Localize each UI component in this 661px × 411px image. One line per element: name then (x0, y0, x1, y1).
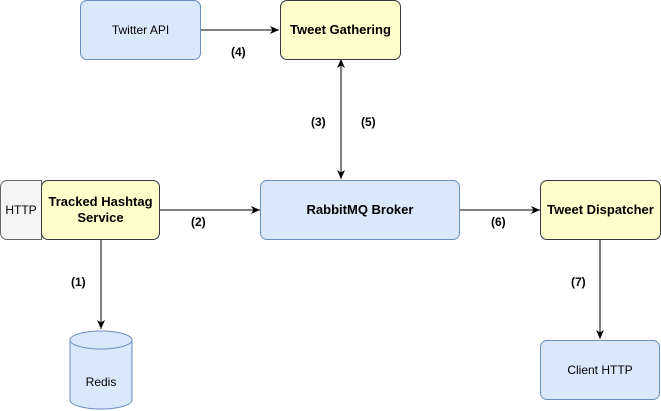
redis-label: Redis (85, 375, 117, 389)
tweet-dispatcher-label: Tweet Dispatcher (547, 202, 654, 218)
http-label: HTTP (5, 202, 37, 217)
edge-label-1: (1) (71, 275, 86, 289)
http-node: HTTP (0, 180, 42, 240)
client-http-node: Client HTTP (540, 340, 660, 400)
tracked-hashtag-service-node: Tracked Hashtag Service (41, 180, 160, 240)
twitter-api-label: Twitter API (111, 22, 170, 37)
tweet-gathering-node: Tweet Gathering (280, 0, 401, 60)
client-http-label: Client HTTP (567, 362, 633, 377)
edge-label-7: (7) (571, 275, 586, 289)
edge-label-3: (3) (311, 115, 326, 129)
twitter-api-node: Twitter API (80, 0, 201, 60)
edge-label-2: (2) (191, 215, 206, 229)
tweet-gathering-label: Tweet Gathering (290, 22, 391, 38)
edge-label-6: (6) (491, 215, 506, 229)
tracked-hashtag-service-label: Tracked Hashtag Service (48, 194, 153, 225)
redis-cylinder (69, 330, 133, 410)
rabbitmq-broker-node: RabbitMQ Broker (260, 180, 460, 240)
rabbitmq-broker-label: RabbitMQ Broker (306, 202, 414, 218)
tweet-dispatcher-node: Tweet Dispatcher (540, 180, 661, 240)
edge-label-5: (5) (361, 115, 376, 129)
edge-label-4: (4) (231, 45, 246, 59)
